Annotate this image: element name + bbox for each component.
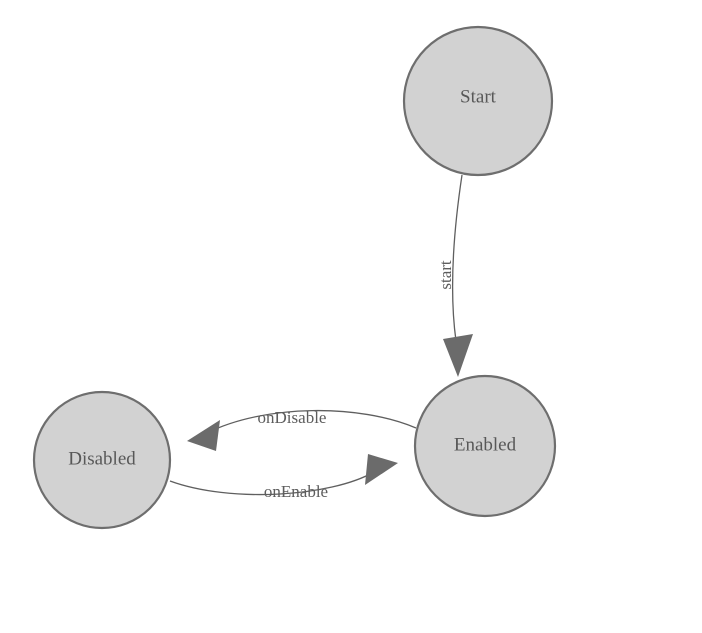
edge-enabled-to-disabled[interactable]: onDisable — [187, 408, 417, 451]
edge-disabled-to-enabled[interactable]: onEnable — [169, 454, 398, 501]
edge-enabled-to-disabled-arrowhead — [187, 420, 220, 451]
edge-start-to-enabled-path — [452, 174, 463, 342]
node-enabled-label: Enabled — [454, 434, 517, 455]
edge-enabled-to-disabled-path — [206, 409, 417, 434]
edge-disabled-to-enabled-arrowhead — [365, 454, 398, 485]
node-disabled-label: Disabled — [68, 448, 136, 469]
node-start-circle — [402, 25, 554, 177]
node-disabled-circle — [32, 390, 172, 530]
edge-label-start: start — [436, 260, 455, 290]
edge-disabled-to-enabled-path — [169, 471, 375, 496]
edge-label-on-enable: onEnable — [264, 482, 328, 501]
node-start[interactable]: Start — [402, 25, 554, 177]
edge-start-to-enabled-arrowhead — [443, 334, 473, 377]
node-start-label: Start — [460, 86, 497, 107]
node-enabled-circle — [413, 374, 557, 518]
edge-start-to-enabled[interactable]: start — [436, 174, 473, 377]
edge-label-on-disable: onDisable — [258, 408, 327, 427]
node-disabled[interactable]: Disabled — [32, 390, 172, 530]
node-enabled[interactable]: Enabled — [413, 374, 557, 518]
